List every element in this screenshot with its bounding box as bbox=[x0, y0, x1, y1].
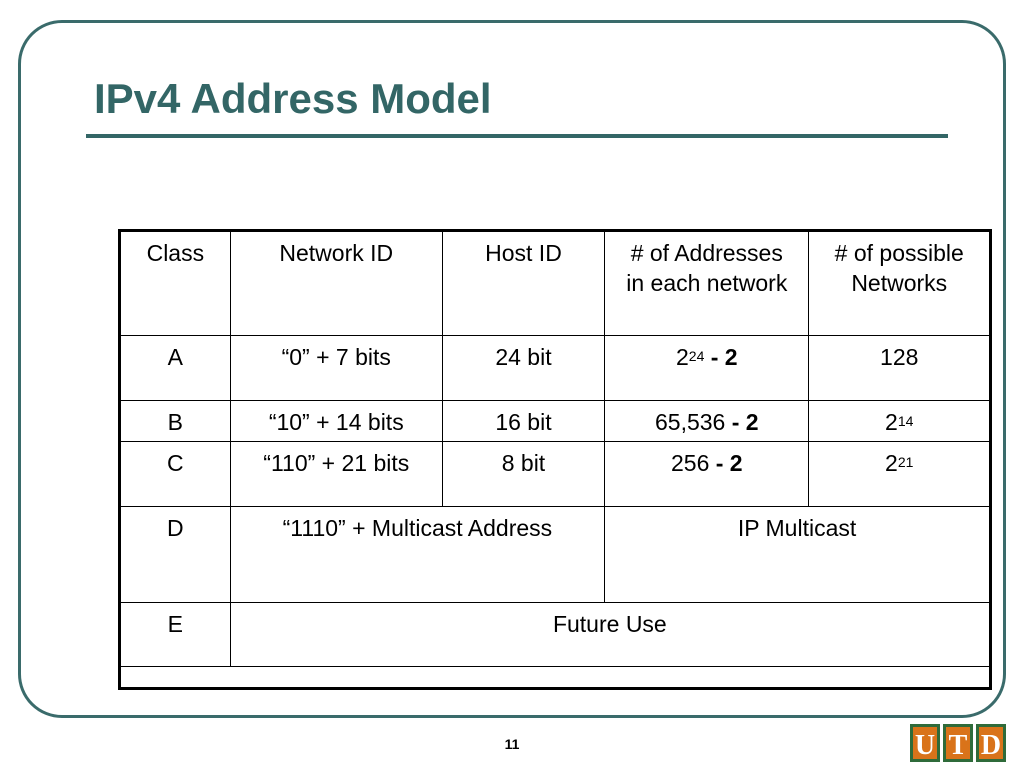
addresses-minus: - 2 bbox=[709, 450, 743, 476]
networks-exponent: 21 bbox=[897, 454, 914, 470]
cell-network-id: “0” + 7 bits bbox=[229, 335, 443, 401]
cell-address-format: “1110” + Multicast Address bbox=[229, 506, 606, 603]
cell-use: IP Multicast bbox=[604, 506, 991, 603]
table-row-class-b: B “10” + 14 bits 16 bit 65,536 - 2 214 bbox=[119, 400, 991, 442]
table-header-row: Class Network ID Host ID # of Addresses … bbox=[119, 230, 991, 336]
table-row-class-e: E Future Use bbox=[119, 602, 992, 667]
header-networks-line1: # of possible bbox=[834, 240, 964, 266]
header-addresses-line2: in each network bbox=[626, 270, 788, 296]
header-network-id: Network ID bbox=[229, 230, 443, 336]
cell-networks: 128 bbox=[808, 335, 991, 401]
cell-network-id: “110” + 21 bits bbox=[229, 441, 443, 507]
cell-networks: 214 bbox=[808, 400, 991, 442]
header-addresses: # of Addresses in each network bbox=[604, 230, 810, 336]
page-number: 11 bbox=[504, 736, 520, 752]
cell-host-id: 24 bit bbox=[441, 335, 606, 401]
cell-host-id: 8 bit bbox=[441, 441, 606, 507]
networks-base: 2 bbox=[885, 409, 898, 435]
logo-letter-t: T bbox=[943, 724, 973, 762]
header-class: Class bbox=[119, 230, 231, 336]
cell-class: B bbox=[119, 400, 231, 442]
cell-network-id: “10” + 14 bits bbox=[229, 400, 443, 442]
header-host-id: Host ID bbox=[441, 230, 606, 336]
addresses-minus: - 2 bbox=[725, 409, 759, 435]
table-empty-row bbox=[119, 666, 991, 689]
addresses-value: 256 bbox=[670, 450, 710, 476]
ipv4-class-table: Class Network ID Host ID # of Addresses … bbox=[118, 229, 992, 690]
header-addresses-line1: # of Addresses bbox=[630, 240, 783, 266]
slide-title: IPv4 Address Model bbox=[94, 75, 492, 122]
networks-base: 2 bbox=[885, 450, 898, 476]
logo-letter-d: D bbox=[976, 724, 1006, 762]
cell-class: E bbox=[119, 602, 231, 667]
cell-addresses: 256 - 2 bbox=[604, 441, 810, 507]
header-networks-line2: Networks bbox=[851, 270, 948, 296]
slide-frame bbox=[18, 20, 1006, 718]
addresses-exponent: 24 bbox=[688, 348, 705, 364]
cell-addresses: 224 - 2 bbox=[604, 335, 810, 401]
cell-use: Future Use bbox=[229, 602, 992, 667]
cell-networks: 221 bbox=[808, 441, 991, 507]
utd-logo: U T D bbox=[910, 724, 1006, 762]
table-row-class-d: D “1110” + Multicast Address IP Multicas… bbox=[119, 506, 991, 603]
cell-class: C bbox=[119, 441, 231, 507]
addresses-minus: - 2 bbox=[704, 344, 738, 370]
title-underline bbox=[86, 134, 948, 138]
table-row-class-c: C “110” + 21 bits 8 bit 256 - 2 221 bbox=[119, 441, 991, 507]
cell-addresses: 65,536 - 2 bbox=[604, 400, 810, 442]
addresses-base: 2 bbox=[675, 344, 689, 370]
cell-class: D bbox=[119, 506, 231, 603]
logo-letter-u: U bbox=[910, 724, 940, 762]
cell-class: A bbox=[119, 335, 231, 401]
cell-host-id: 16 bit bbox=[441, 400, 606, 442]
networks-exponent: 14 bbox=[897, 413, 914, 429]
table-row-class-a: A “0” + 7 bits 24 bit 224 - 2 128 bbox=[119, 335, 991, 401]
addresses-value: 65,536 bbox=[654, 409, 726, 435]
empty-cell bbox=[119, 666, 991, 689]
header-networks: # of possible Networks bbox=[808, 230, 991, 336]
